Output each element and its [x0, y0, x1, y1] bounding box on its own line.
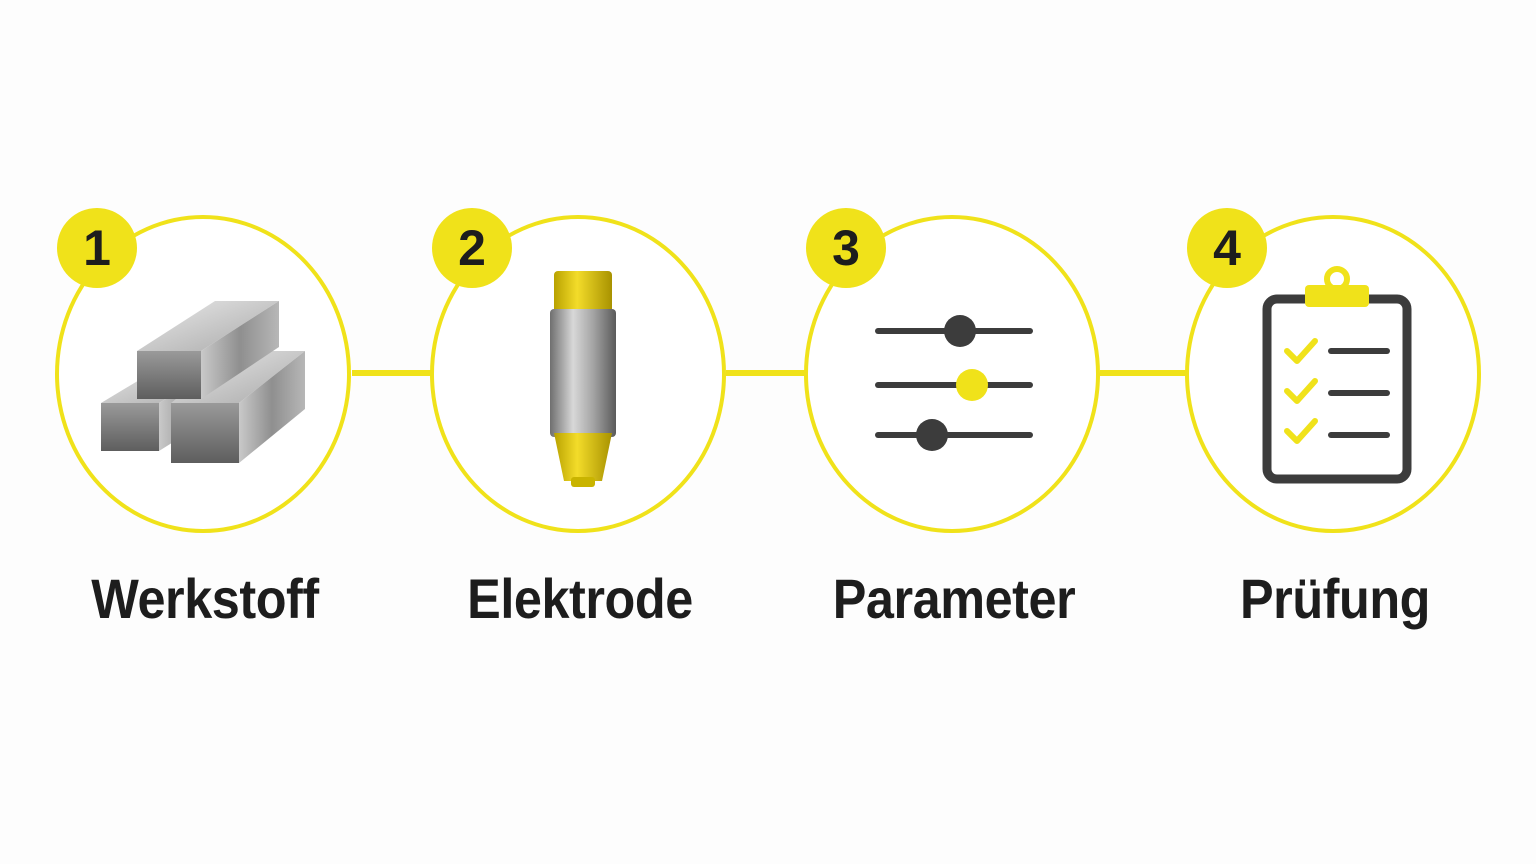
- step-3-label: Parameter: [832, 567, 1076, 630]
- step-2-label: Elektrode: [467, 567, 693, 630]
- step-4-badge: 4: [1187, 208, 1267, 288]
- step-2: 2 Elektrode: [400, 0, 760, 864]
- step-4-label: Prüfung: [1239, 567, 1431, 630]
- connector-1-2: [352, 370, 436, 376]
- electrode-icon: [550, 271, 616, 487]
- step-1: 1 Werkstoff: [25, 0, 385, 864]
- step-2-badge: 2: [432, 208, 512, 288]
- step-3: 3 Parameter: [774, 0, 1134, 864]
- connector-3-4: [1100, 370, 1190, 376]
- clipboard-checklist-icon: [1262, 266, 1412, 484]
- metal-bars-icon: [101, 301, 305, 463]
- connector-2-3: [726, 370, 810, 376]
- sliders-icon: [875, 315, 1033, 451]
- step-1-label: Werkstoff: [91, 567, 319, 630]
- step-4: 4 Prüfung: [1155, 0, 1515, 864]
- step-3-badge: 3: [806, 208, 886, 288]
- step-1-badge: 1: [57, 208, 137, 288]
